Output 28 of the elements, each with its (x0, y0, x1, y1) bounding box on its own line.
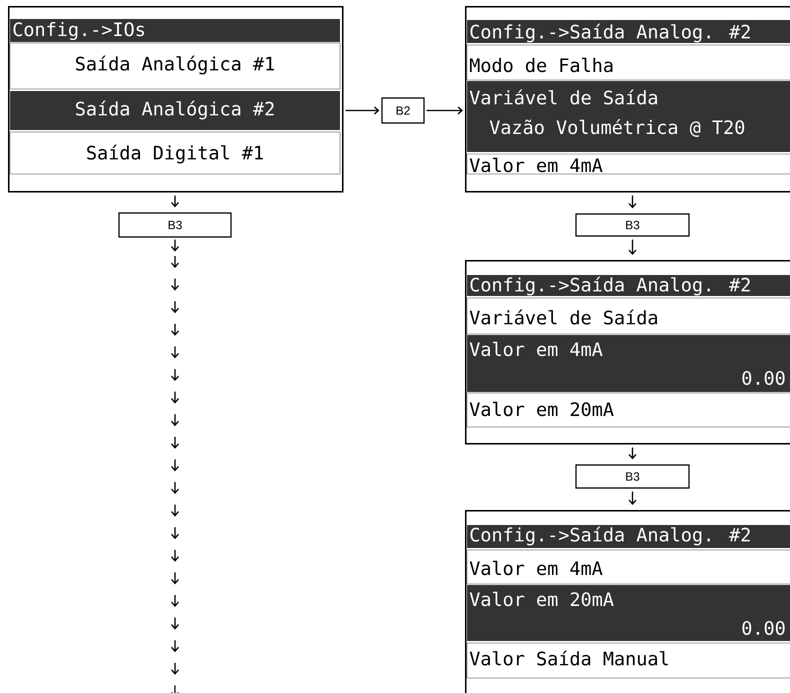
key-box: B2 (381, 97, 425, 124)
selected-menu-item: Valor em 4mA 0.00 (467, 335, 790, 392)
selected-menu-item: Valor em 20mA 0.00 (467, 585, 790, 641)
arrow (171, 196, 179, 208)
title-bar: Config.->Saída Analog. #2 (467, 20, 790, 43)
key-box: B3 (575, 213, 690, 237)
menu-item: Valor Saída Manual (466, 642, 790, 678)
menu-item: Valor em 20mA (466, 392, 790, 428)
title-bar: Config.->IOs (10, 19, 340, 42)
arrow (171, 240, 179, 252)
arrow (628, 448, 636, 460)
selected-menu-item: Variável de Saída Vazão Volumétrica @ T20 (467, 81, 790, 152)
menu-item: Valor em 4mA (466, 550, 790, 584)
arrow (628, 240, 636, 255)
selected-menu-item: Saída Analógica #2 (10, 91, 340, 130)
key-box: B3 (118, 212, 232, 238)
arrow (628, 196, 636, 208)
key-box: B3 (575, 464, 690, 489)
menu-item: Saída Analógica #1 (10, 42, 340, 90)
menu-item: Variável de Saída (466, 298, 790, 334)
arrow (346, 106, 380, 114)
arrow (628, 492, 636, 505)
title-bar: Config.->Saída Analog. #2 (467, 525, 790, 548)
menu-item: Valor em 4mA (466, 154, 790, 174)
menu-item: Saída Digital #1 (10, 132, 340, 174)
menu-item: Modo de Falha (466, 44, 790, 80)
title-bar: Config.->Saída Analog. #2 (467, 275, 790, 296)
arrow (426, 106, 463, 114)
